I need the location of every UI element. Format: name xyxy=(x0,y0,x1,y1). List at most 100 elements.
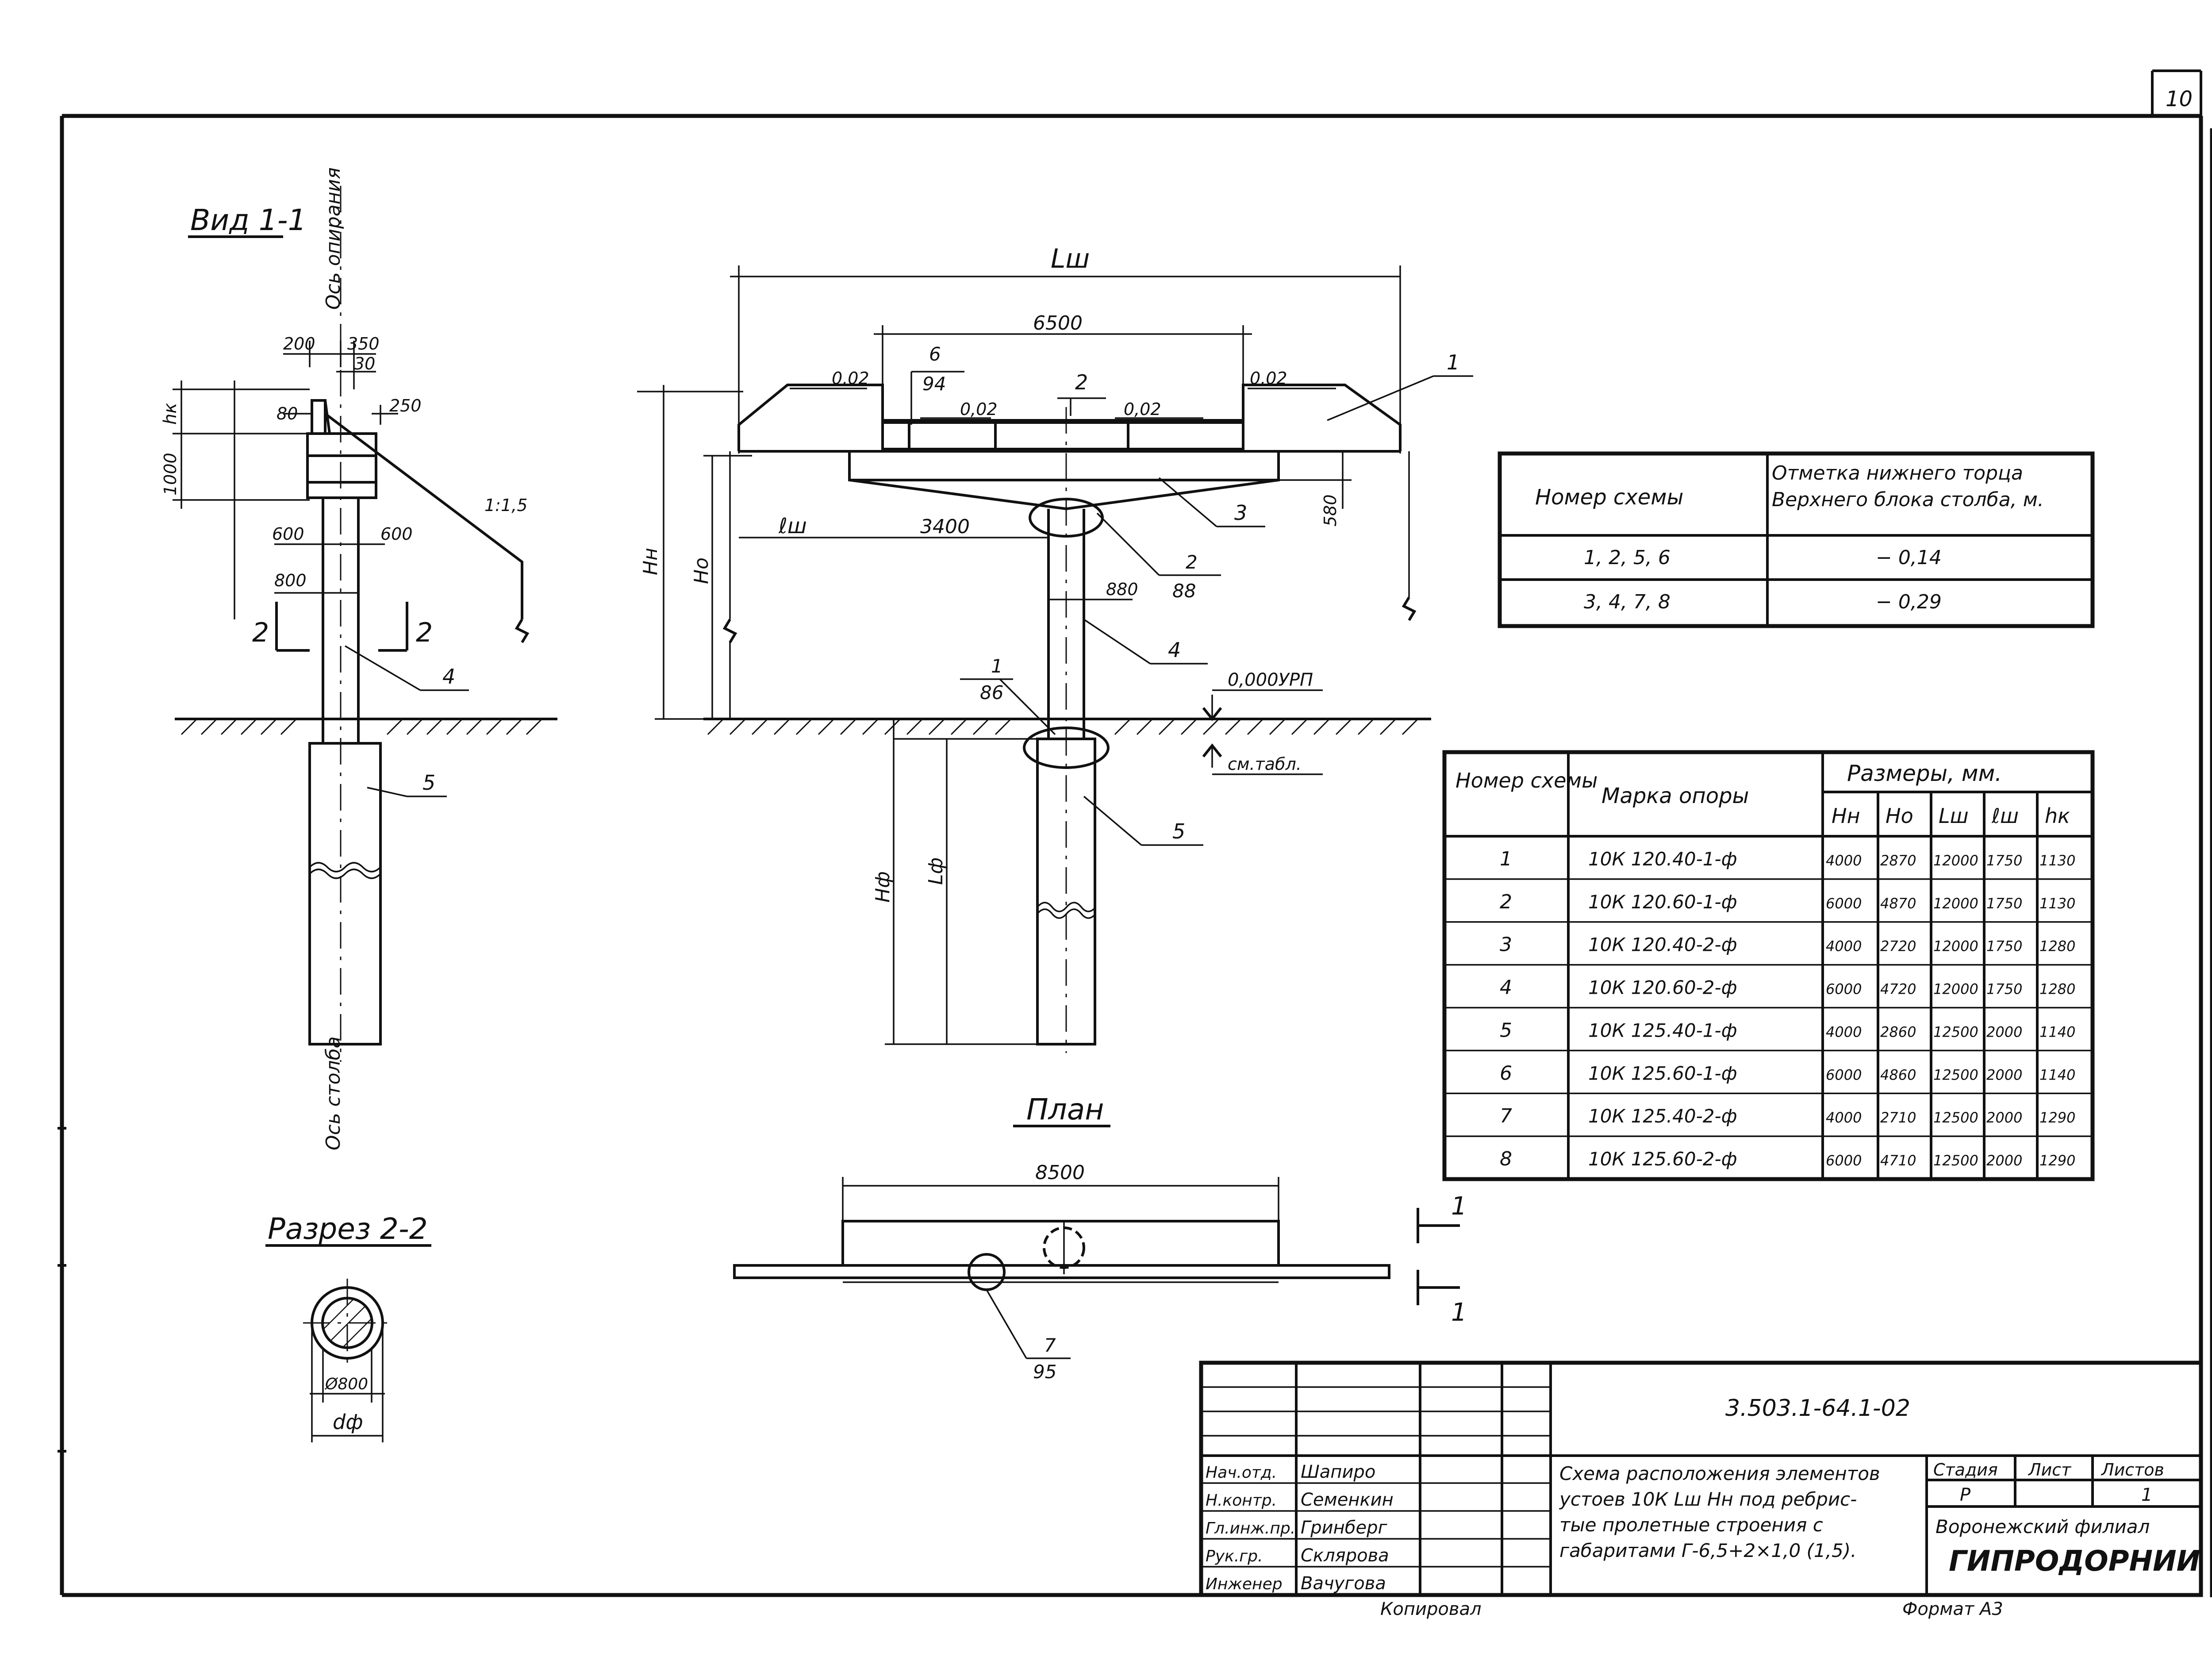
see-table-label: см.табл. xyxy=(1228,754,1302,774)
table2-cell: 6000 xyxy=(1826,981,1862,998)
table2-cell: 2720 xyxy=(1880,938,1916,955)
table2-cell: 2000 xyxy=(1986,1152,2022,1169)
table2-cell: 10К 120.60-2-ф xyxy=(1588,977,1737,999)
table2-cell: 1280 xyxy=(2039,981,2075,998)
stage-header: Стадия xyxy=(1933,1460,1998,1480)
table2-header-sizes: Размеры, мм. xyxy=(1847,761,2002,786)
table2-cell: 12000 xyxy=(1933,895,1978,912)
section-mark-1-top: 1 xyxy=(1451,1192,1467,1221)
dim-Ho: Hо xyxy=(690,557,713,584)
table2-cell: 2860 xyxy=(1880,1023,1916,1040)
role-title: Нач.отд. xyxy=(1206,1464,1277,1482)
callout-4: 4 xyxy=(442,665,455,688)
sheets-value: 1 xyxy=(2141,1485,2152,1505)
dim-lw: ℓш xyxy=(778,514,807,538)
table2-cell: 1140 xyxy=(2039,1066,2075,1083)
axis-top-label: Ось опирания xyxy=(322,167,345,310)
table2-cell: 12500 xyxy=(1933,1066,1978,1083)
dim-3400: 3400 xyxy=(920,515,970,538)
description-line: тые пролетные строения с xyxy=(1559,1514,1823,1536)
table1-header-scheme: Номер схемы xyxy=(1535,485,1683,510)
table2-cell: 10К 125.40-2-ф xyxy=(1588,1105,1737,1127)
table2-cell: 4860 xyxy=(1880,1066,1916,1083)
table2-cell: 2000 xyxy=(1986,1109,2022,1126)
table1-row1-scheme: 1, 2, 5, 6 xyxy=(1584,546,1671,569)
table-bottom-marks: Номер схемы Отметка нижнего торца Верхне… xyxy=(1498,451,2095,628)
table2-subheader-0: Hн xyxy=(1832,804,1860,828)
table2-cell: 4720 xyxy=(1880,981,1916,998)
dim-580: 580 xyxy=(1321,494,1340,527)
description-line: габаритами Г-6,5+2×1,0 (1,5). xyxy=(1559,1540,1856,1561)
fraction-2-num: 2 xyxy=(1186,551,1198,573)
dim-6500: 6500 xyxy=(1033,312,1083,334)
table2-header-mark: Марка опоры xyxy=(1601,784,1749,808)
table2-cell: 1280 xyxy=(2039,938,2075,955)
table2-header-scheme: Номер схемы xyxy=(1455,769,1598,792)
table2-cell: 12000 xyxy=(1933,981,1978,998)
dim-30: 30 xyxy=(354,354,375,373)
table2-cell: 2000 xyxy=(1986,1023,2022,1040)
dim-200: 200 xyxy=(283,334,315,354)
table2-cell: 1130 xyxy=(2039,852,2075,869)
role-name: Шапиро xyxy=(1301,1462,1375,1482)
section-2-2-title: Разрез 2-2 xyxy=(268,1212,428,1246)
table2-cell: 1750 xyxy=(1986,981,2022,998)
sheet-frame xyxy=(58,69,2212,1597)
dim-800: 800 xyxy=(274,571,307,590)
stage-value: Р xyxy=(1960,1485,1971,1505)
copied-label: Копировал xyxy=(1380,1599,1482,1619)
table2-cell: 12500 xyxy=(1933,1152,1978,1169)
role-name: Гринберг xyxy=(1301,1518,1387,1538)
table2-cell: 5 xyxy=(1500,1019,1512,1042)
section-2-2: Разрез 2-2 Ø800 dф xyxy=(265,1212,431,1442)
elev-callout-5: 5 xyxy=(1172,819,1185,843)
org-brand: ГИПРОДОРНИИ xyxy=(1949,1545,2200,1578)
table2-cell: 1 xyxy=(1500,848,1512,870)
plan-fraction-den: 95 xyxy=(1033,1361,1056,1383)
dim-Lf: Lф xyxy=(925,857,947,885)
table2-cell: 3 xyxy=(1500,934,1512,956)
dim-880: 880 xyxy=(1106,580,1138,599)
view-1-1-title: Вид 1-1 xyxy=(190,203,307,237)
table2-cell: 12500 xyxy=(1933,1023,1978,1040)
dim-350: 350 xyxy=(347,334,380,354)
plan-title: План xyxy=(1026,1092,1104,1126)
elev-callout-1: 1 xyxy=(1447,350,1459,374)
elev-callout-3: 3 xyxy=(1234,501,1247,525)
table2-cell: 4710 xyxy=(1880,1152,1916,1169)
table2-cell: 10К 120.40-2-ф xyxy=(1588,934,1737,956)
dim-80: 80 xyxy=(276,404,298,423)
title-block: 3.503.1-64.1-02 Нач.отд.ШапироН.контр.Се… xyxy=(1199,1361,2203,1619)
dim-hk: hк xyxy=(160,403,180,425)
callout-5: 5 xyxy=(422,771,435,795)
table2-cell: 1750 xyxy=(1986,852,2022,869)
dim-Hn: Hн xyxy=(639,548,662,575)
elev-callout-4: 4 xyxy=(1168,638,1181,662)
dim-1000: 1000 xyxy=(161,453,180,496)
slope-center-right: 0,02 xyxy=(1124,400,1161,419)
role-name: Семенкин xyxy=(1301,1490,1394,1510)
table2-cell: 4 xyxy=(1500,976,1512,999)
table2-cell: 7 xyxy=(1500,1105,1512,1127)
role-name: Склярова xyxy=(1301,1545,1389,1566)
fraction-2-den: 88 xyxy=(1172,580,1196,602)
elev-callout-2: 2 xyxy=(1075,370,1088,394)
table2-cell: 12500 xyxy=(1933,1109,1978,1126)
table1-header-mark: Отметка нижнего торца Верхнего блока сто… xyxy=(1772,462,2044,511)
table2-cell: 4000 xyxy=(1826,938,1862,955)
table2-cell: 6000 xyxy=(1826,1152,1862,1169)
table2-cell: 4870 xyxy=(1880,895,1916,912)
section-mark-2-right: 2 xyxy=(416,617,433,648)
fraction-6-den: 94 xyxy=(922,373,946,395)
table2-cell: 10К 120.40-1-ф xyxy=(1588,848,1737,870)
table2-subheader-3: ℓш xyxy=(1991,804,2019,828)
plan-fraction-num: 7 xyxy=(1044,1334,1056,1356)
table2-cell: 1140 xyxy=(2039,1023,2075,1040)
table2-cell: 1130 xyxy=(2039,895,2075,912)
role-title: Инженер xyxy=(1206,1575,1283,1593)
table2-cell: 1290 xyxy=(2039,1109,2075,1126)
table2-cell: 6 xyxy=(1500,1062,1512,1084)
slope-left: 0,02 xyxy=(832,369,869,388)
role-name: Вачугова xyxy=(1301,1573,1386,1594)
